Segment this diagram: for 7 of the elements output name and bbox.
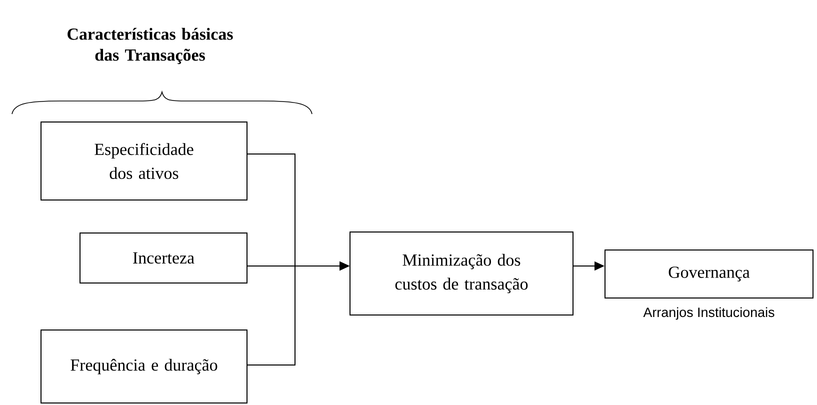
process-box: Minimização dos custos de transação xyxy=(350,232,574,316)
node-label: Arranjos Institucionais xyxy=(643,307,774,320)
process-box: Governança xyxy=(604,250,814,298)
process-box: Especificidade dos ativos xyxy=(40,122,248,200)
process-box: Frequência e duração xyxy=(40,330,248,404)
title: Características básicas das Transações xyxy=(68,28,233,64)
process-box: Incerteza xyxy=(80,232,248,284)
